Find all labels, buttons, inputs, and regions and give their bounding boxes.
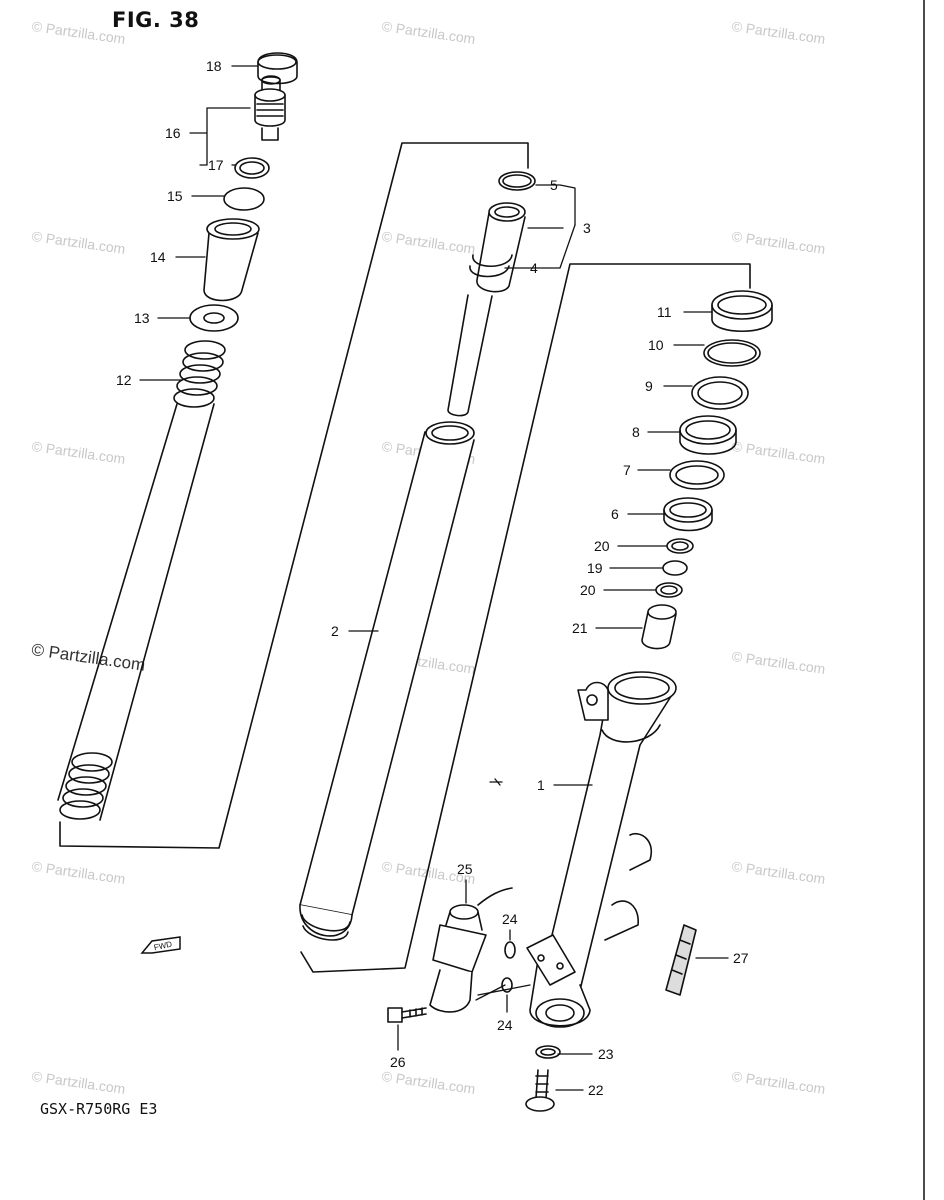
washer-8	[679, 415, 737, 455]
bracket-1	[300, 263, 751, 973]
callout-20: 20	[594, 538, 610, 554]
damper-rod	[447, 294, 493, 417]
cap-18	[257, 52, 298, 85]
callout-4: 4	[530, 260, 538, 276]
o-ring-24b	[501, 977, 513, 993]
callout-25: 25	[457, 861, 473, 877]
figure-title: FIG. 38	[112, 8, 200, 32]
callout-1: 1	[537, 777, 545, 793]
callout-24: 24	[497, 1017, 513, 1033]
adjuster-bolt-16	[254, 75, 286, 141]
gasket-20b	[655, 582, 683, 598]
callout-22: 22	[588, 1082, 604, 1098]
callout-5: 5	[550, 177, 558, 193]
callout-23: 23	[598, 1046, 614, 1062]
gasket-20a	[666, 538, 694, 554]
spring-12-top	[173, 340, 226, 408]
callout-14: 14	[150, 249, 166, 265]
callout-11: 11	[657, 304, 672, 320]
cylinder-21	[641, 604, 677, 650]
callout-15: 15	[167, 188, 183, 204]
bushing-6	[663, 497, 713, 532]
callout-3: 3	[583, 220, 591, 236]
callout-9: 9	[645, 378, 653, 394]
callout-20: 20	[580, 582, 596, 598]
ring-19	[662, 560, 688, 576]
callout-16: 16	[165, 125, 181, 141]
callout-27: 27	[733, 950, 749, 966]
spring-seat-13	[189, 304, 239, 332]
spring-12-body	[57, 403, 215, 821]
outer-tube-1	[526, 671, 677, 1028]
bolt-26	[387, 1007, 427, 1023]
sensor-25	[429, 887, 513, 1013]
forward-arrow-icon: FWD	[140, 936, 181, 954]
callout-19: 19	[587, 560, 603, 576]
o-ring-17	[234, 157, 270, 179]
o-ring-24a	[504, 941, 516, 959]
spring-12-bottom	[59, 752, 113, 820]
callout-13: 13	[134, 310, 150, 326]
callout-10: 10	[648, 337, 664, 353]
leader-lines	[139, 65, 729, 1091]
fwd-label: FWD	[153, 940, 173, 953]
callout-7: 7	[623, 462, 631, 478]
callout-26: 26	[390, 1054, 406, 1070]
callout-17: 17	[208, 157, 224, 173]
callout-12: 12	[116, 372, 132, 388]
dash-mark	[489, 778, 503, 786]
guide-7	[669, 460, 725, 490]
dust-seal-11	[711, 290, 773, 333]
callout-21: 21	[572, 620, 588, 636]
stopper-ring-10	[703, 339, 761, 367]
inner-tube-2	[299, 421, 475, 941]
washer-23	[535, 1045, 561, 1059]
callout-18: 18	[206, 58, 222, 74]
model-code: GSX-R750RG E3	[40, 1100, 158, 1118]
oil-seal-9	[691, 376, 749, 410]
reflector-27	[665, 924, 697, 996]
callout-6: 6	[611, 506, 619, 522]
callout-24: 24	[502, 911, 518, 927]
callout-2: 2	[331, 623, 339, 639]
screw-22	[525, 1069, 555, 1112]
scan-edge	[923, 0, 925, 1200]
circlip-5	[498, 171, 536, 191]
spacer-14	[203, 218, 260, 302]
washer-15	[223, 187, 265, 211]
bracket-2	[59, 142, 529, 849]
rod-3	[469, 202, 526, 293]
callout-8: 8	[632, 424, 640, 440]
